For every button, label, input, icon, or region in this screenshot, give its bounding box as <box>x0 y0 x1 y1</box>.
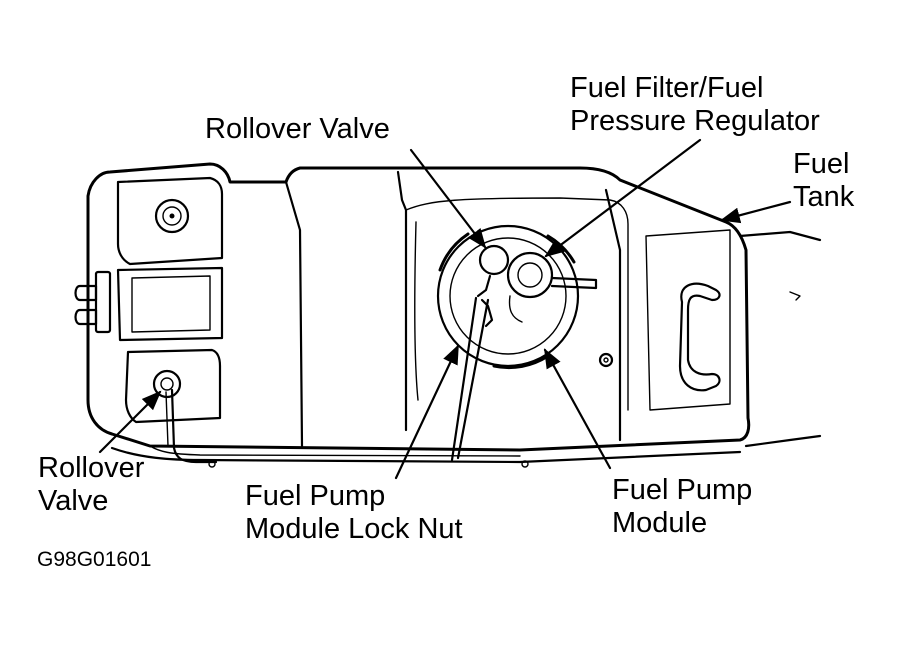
figure-code: G98G01601 <box>37 548 152 571</box>
fuel-pump-module <box>436 224 580 370</box>
label-lock-nut-line2: Module Lock Nut <box>245 513 463 545</box>
label-fuel-filter-line1: Fuel Filter/Fuel <box>570 72 764 104</box>
arrow-rollover-valve-top <box>409 148 487 249</box>
fuel-filter-regulator <box>506 251 598 323</box>
arrow-lock-nut <box>394 344 460 480</box>
label-fuel-tank: Fuel Tank <box>793 148 854 214</box>
label-rollover-valve-left: Rollover Valve <box>38 452 144 518</box>
label-pump-module-line1: Fuel Pump <box>612 474 753 506</box>
label-rollover-valve-left-line1: Rollover <box>38 452 145 484</box>
label-rollover-valve-left-line2: Valve <box>38 485 109 517</box>
label-lock-nut: Fuel Pump Module Lock Nut <box>245 480 463 546</box>
label-fuel-filter: Fuel Filter/Fuel Pressure Regulator <box>570 72 820 138</box>
rollover-valve-top-part <box>450 244 510 462</box>
label-fuel-tank-line1: Fuel <box>793 148 850 180</box>
label-rollover-valve-top: Rollover Valve <box>205 113 390 145</box>
arrow-fuel-filter <box>544 138 702 258</box>
label-fuel-filter-line2: Pressure Regulator <box>570 105 820 137</box>
arrow-fuel-tank <box>720 200 792 224</box>
arrow-pump-module <box>543 348 612 470</box>
label-fuel-tank-line2: Tank <box>793 181 855 213</box>
fuel-tank-outline <box>74 162 822 468</box>
arrow-rollover-valve-left <box>98 390 162 454</box>
label-pump-module-line2: Module <box>612 507 708 539</box>
label-lock-nut-line1: Fuel Pump <box>245 480 386 512</box>
label-pump-module: Fuel Pump Module <box>612 474 752 540</box>
leader-arrows <box>98 138 792 480</box>
